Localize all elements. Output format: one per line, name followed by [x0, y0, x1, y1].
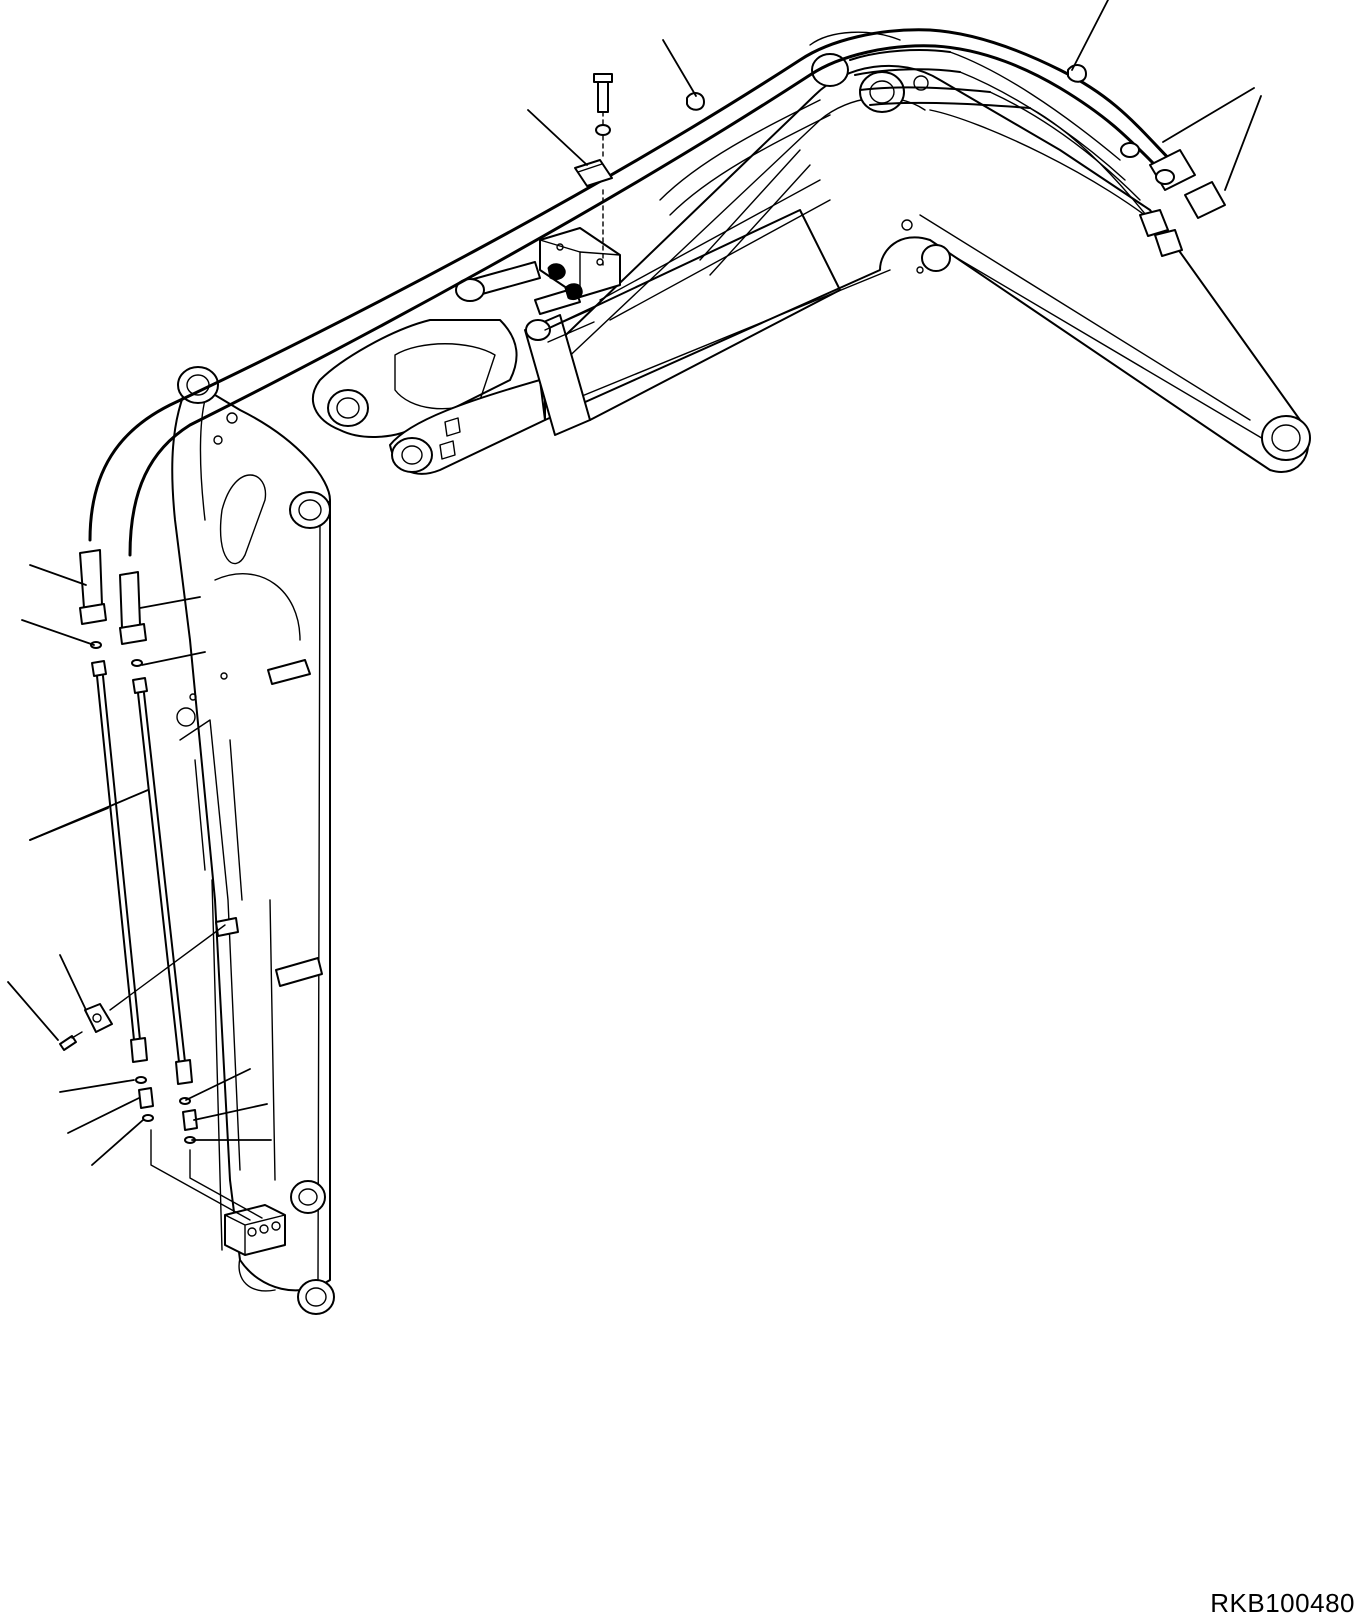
hose-inner [128, 44, 1162, 557]
hose-sleeve-boom-upper [1149, 149, 1196, 191]
arm-tubes [59, 641, 226, 1144]
arm-upper-bore [289, 491, 331, 529]
hose-clip-top [686, 92, 705, 111]
hose-assembly [79, 28, 1226, 645]
arm-lower-pin-boss [290, 1180, 326, 1214]
hose-outer [88, 28, 1182, 542]
leader-lines [7, 0, 1262, 1166]
o-ring-top-right [131, 659, 143, 667]
hose-sleeve-left [79, 549, 103, 609]
hose-bracket-clamp [574, 159, 613, 187]
cylinder-assembly [311, 49, 1183, 475]
tube-clamp-plate [84, 1003, 113, 1033]
arm-top-pin-boss [177, 366, 219, 404]
arm-side-hole [176, 707, 196, 727]
hose-sleeve-right [119, 571, 141, 629]
tube-clamp-bolt [59, 1035, 77, 1051]
boom-foot-bore [1261, 415, 1311, 461]
drawing-code-label: RKB100480 [1210, 1588, 1355, 1618]
arm-pad-middle [215, 917, 239, 937]
adapter-right [182, 1109, 198, 1131]
arm-assembly [150, 366, 335, 1315]
arm-tip-pin-boss [297, 1279, 335, 1315]
o-ring-top-left [90, 641, 102, 649]
boom-top-pin [859, 71, 905, 113]
boom-cylinder-bore [921, 244, 951, 272]
adapter-left [138, 1087, 154, 1109]
hose-sleeve-boom-lower [1184, 181, 1226, 219]
arm-pad-upper [267, 659, 311, 685]
tube-clamp-block [455, 227, 621, 343]
arm-pad-lower [275, 957, 323, 987]
clamp-washer [595, 124, 611, 136]
hose-clip-boom [1067, 64, 1087, 83]
boom-assembly [544, 31, 1311, 473]
clamp-bolt [597, 79, 609, 113]
